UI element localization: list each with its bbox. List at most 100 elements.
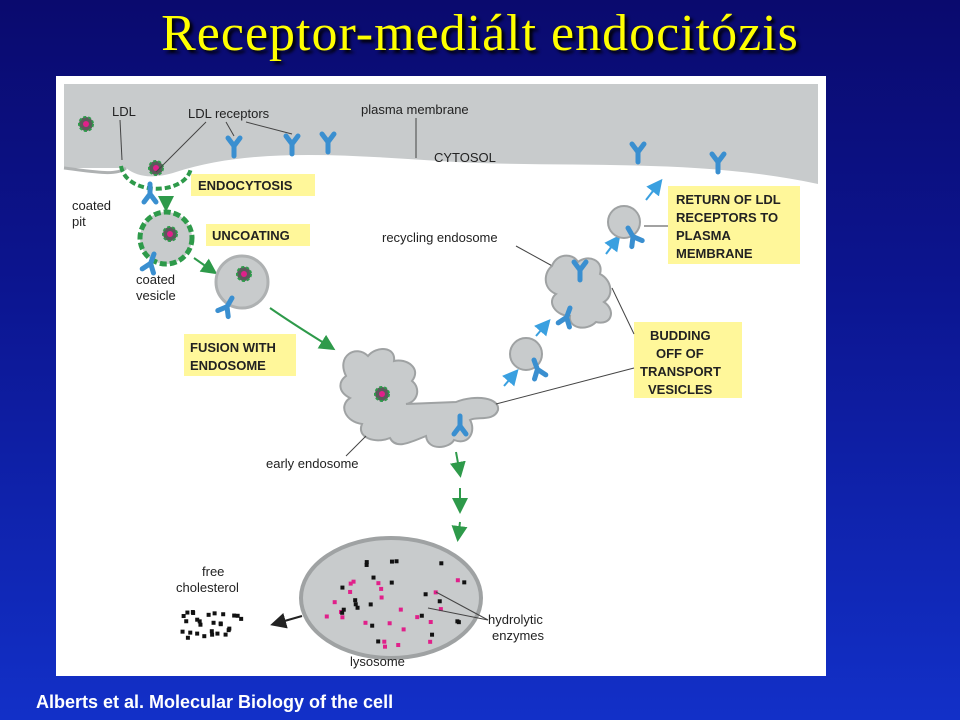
cholesterol-particle: [223, 632, 228, 637]
lipid-particle: [439, 561, 444, 566]
lipid-particle: [340, 610, 345, 615]
lipid-particle: [389, 559, 394, 564]
cholesterol-particle: [235, 613, 240, 618]
cholesterol-particle: [202, 634, 207, 639]
lipid-particle: [389, 580, 394, 585]
coated-pit-label-2: pit: [72, 214, 86, 229]
cholesterol-particle: [198, 622, 203, 627]
budding-box-text-3: TRANSPORT: [640, 364, 721, 379]
coated-vesicle-label-1: coated: [136, 272, 175, 287]
enzyme-particle: [348, 581, 353, 586]
lipid-particle: [353, 598, 358, 603]
enzyme-particle: [363, 620, 368, 625]
plasma-membrane: [64, 84, 818, 184]
budding-box-text-2: OFF OF: [656, 346, 704, 361]
plasma-membrane-label: plasma membrane: [361, 102, 469, 117]
budding-box-text-1: BUDDING: [650, 328, 711, 343]
free-cholesterol-label-1: free: [202, 564, 224, 579]
cholesterol-particle: [180, 629, 185, 634]
lysosome-contents: [324, 559, 467, 649]
return-box-text-3: PLASMA: [676, 228, 732, 243]
lipid-particle: [364, 560, 369, 565]
lipid-particle: [355, 605, 360, 610]
cytosol-label: CYTOSOL: [434, 150, 496, 165]
enzyme-particle: [387, 621, 392, 626]
cholesterol-particle: [197, 619, 202, 624]
uncoating-box-text: UNCOATING: [212, 228, 290, 243]
hydrolytic-enzymes-label-1: hydrolytic: [488, 612, 543, 627]
enzyme-particle: [401, 627, 406, 632]
cholesterol-particle: [209, 629, 214, 634]
endocytosis-box-text: ENDOCYTOSIS: [198, 178, 293, 193]
enzyme-particle: [340, 615, 345, 620]
enzyme-particle: [415, 615, 420, 620]
enzyme-particle: [376, 581, 381, 586]
fusion-box-text-2: ENDOSOME: [190, 358, 266, 373]
cholesterol-particle: [239, 616, 244, 621]
enzyme-particle: [428, 639, 433, 644]
lysosome: [299, 536, 483, 660]
return-box-text-2: RECEPTORS TO: [676, 210, 778, 225]
endocytosis-figure: LDL LDL receptors plasma membrane CYTOSO…: [56, 76, 826, 676]
enzyme-particle: [379, 595, 384, 600]
enzyme-particle: [433, 590, 438, 595]
lipid-particle: [419, 613, 424, 618]
lipid-particle: [456, 620, 461, 625]
enzyme-particle: [348, 589, 353, 594]
uncoating-box: [206, 224, 310, 246]
uncoated-vesicle: [216, 256, 268, 308]
lysosome-label: lysosome: [350, 654, 405, 669]
return-box-text-1: RETURN OF LDL: [676, 192, 781, 207]
returning-vesicle: [607, 205, 641, 239]
lipid-particle: [371, 575, 376, 580]
cholesterol-particle: [206, 612, 211, 617]
lipid-particle: [423, 592, 428, 597]
cholesterol-particle: [211, 620, 216, 625]
lipid-particle: [340, 585, 345, 590]
enzyme-particle: [455, 578, 460, 583]
ldl-label: LDL: [112, 104, 136, 119]
lipid-particle: [462, 580, 467, 585]
coated-pit: [119, 165, 193, 191]
citation: Alberts et al. Molecular Biology of the …: [36, 692, 394, 712]
enzyme-particle: [324, 614, 329, 619]
enzyme-particle: [383, 644, 388, 649]
coated-pit-label-1: coated: [72, 198, 111, 213]
hydrolytic-enzymes-label-2: enzymes: [492, 628, 545, 643]
endocytosis-box: [191, 174, 315, 196]
fusion-box-text-1: FUSION WITH: [190, 340, 276, 355]
free-cholesterol-particles: [180, 610, 244, 640]
cholesterol-particle: [195, 631, 200, 636]
cholesterol-particle: [185, 635, 190, 640]
cholesterol-particle: [212, 611, 217, 616]
cholesterol-particle: [181, 614, 186, 619]
cholesterol-particle: [184, 619, 189, 624]
return-box-text-4: MEMBRANE: [676, 246, 753, 261]
free-cholesterol-label-2: cholesterol: [176, 580, 239, 595]
coated-vesicle-label-2: vesicle: [136, 288, 176, 303]
recycling-endosome-label: recycling endosome: [382, 230, 498, 245]
early-endosome-label: early endosome: [266, 456, 359, 471]
return-box: [668, 186, 800, 264]
cholesterol-particle: [232, 613, 237, 618]
enzyme-particle: [438, 607, 443, 612]
budding-box-text-4: VESICLES: [648, 382, 713, 397]
slide-title: Receptor-mediált endocitózis: [161, 5, 799, 62]
cholesterol-particle: [210, 632, 215, 637]
lipid-particle: [368, 602, 373, 607]
enzyme-particle: [396, 643, 401, 648]
lipid-particle: [394, 559, 399, 564]
early-endosome: [339, 348, 500, 448]
cholesterol-particle: [188, 630, 193, 635]
lipid-particle: [353, 602, 358, 607]
lipid-particle: [341, 607, 346, 612]
enzyme-particle: [332, 600, 337, 605]
cholesterol-particle: [218, 622, 223, 627]
recycling-endosome: [544, 254, 612, 329]
lipid-particle: [430, 632, 435, 637]
enzyme-particle: [379, 586, 384, 591]
lipid-particle: [364, 562, 369, 567]
ldl-receptors-label: LDL receptors: [188, 106, 270, 121]
lipid-particle: [437, 599, 442, 604]
enzyme-particle: [382, 639, 387, 644]
